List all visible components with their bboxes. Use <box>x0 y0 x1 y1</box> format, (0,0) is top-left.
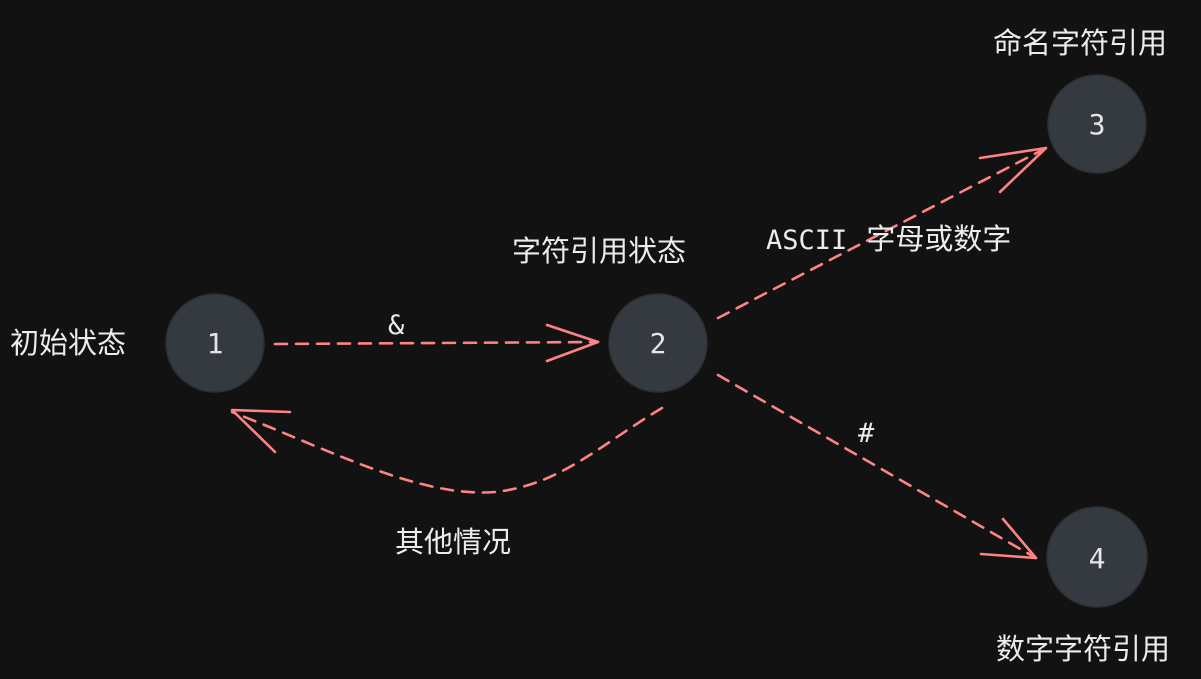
state-label-1: 初始状态 <box>10 326 126 360</box>
state-node-1: 1 <box>165 293 265 393</box>
state-label-4: 数字字符引用 <box>996 632 1170 666</box>
edge-label-other: 其他情况 <box>395 525 511 559</box>
edge-label-hash: # <box>858 418 875 449</box>
edge-1-to-2 <box>273 323 600 363</box>
edge-2-to-3 <box>716 146 1048 320</box>
state-number-2: 2 <box>650 327 667 360</box>
edge-label-ascii-letter-or-digit: ASCII 字母或数字 <box>766 222 1011 256</box>
edge-2-to-1 <box>230 406 664 494</box>
state-node-2: 2 <box>608 293 708 393</box>
state-node-3: 3 <box>1047 74 1147 174</box>
edge-label-letter-or-digit: 字母或数字 <box>866 222 1011 256</box>
state-circle-4 <box>1046 506 1148 608</box>
edge-2-to-4 <box>716 373 1038 560</box>
state-circle-1 <box>165 293 265 393</box>
state-number-1: 1 <box>207 327 224 360</box>
edge-label-ascii: ASCII <box>766 225 847 256</box>
state-number-3: 3 <box>1089 108 1106 141</box>
edge-label-ampersand: & <box>388 310 405 341</box>
state-node-4: 4 <box>1046 506 1148 608</box>
state-circle-2 <box>608 293 708 393</box>
state-label-2: 字符引用状态 <box>512 234 686 268</box>
state-label-3: 命名字符引用 <box>993 26 1167 60</box>
state-circle-3 <box>1047 74 1147 174</box>
state-number-4: 4 <box>1089 542 1106 575</box>
